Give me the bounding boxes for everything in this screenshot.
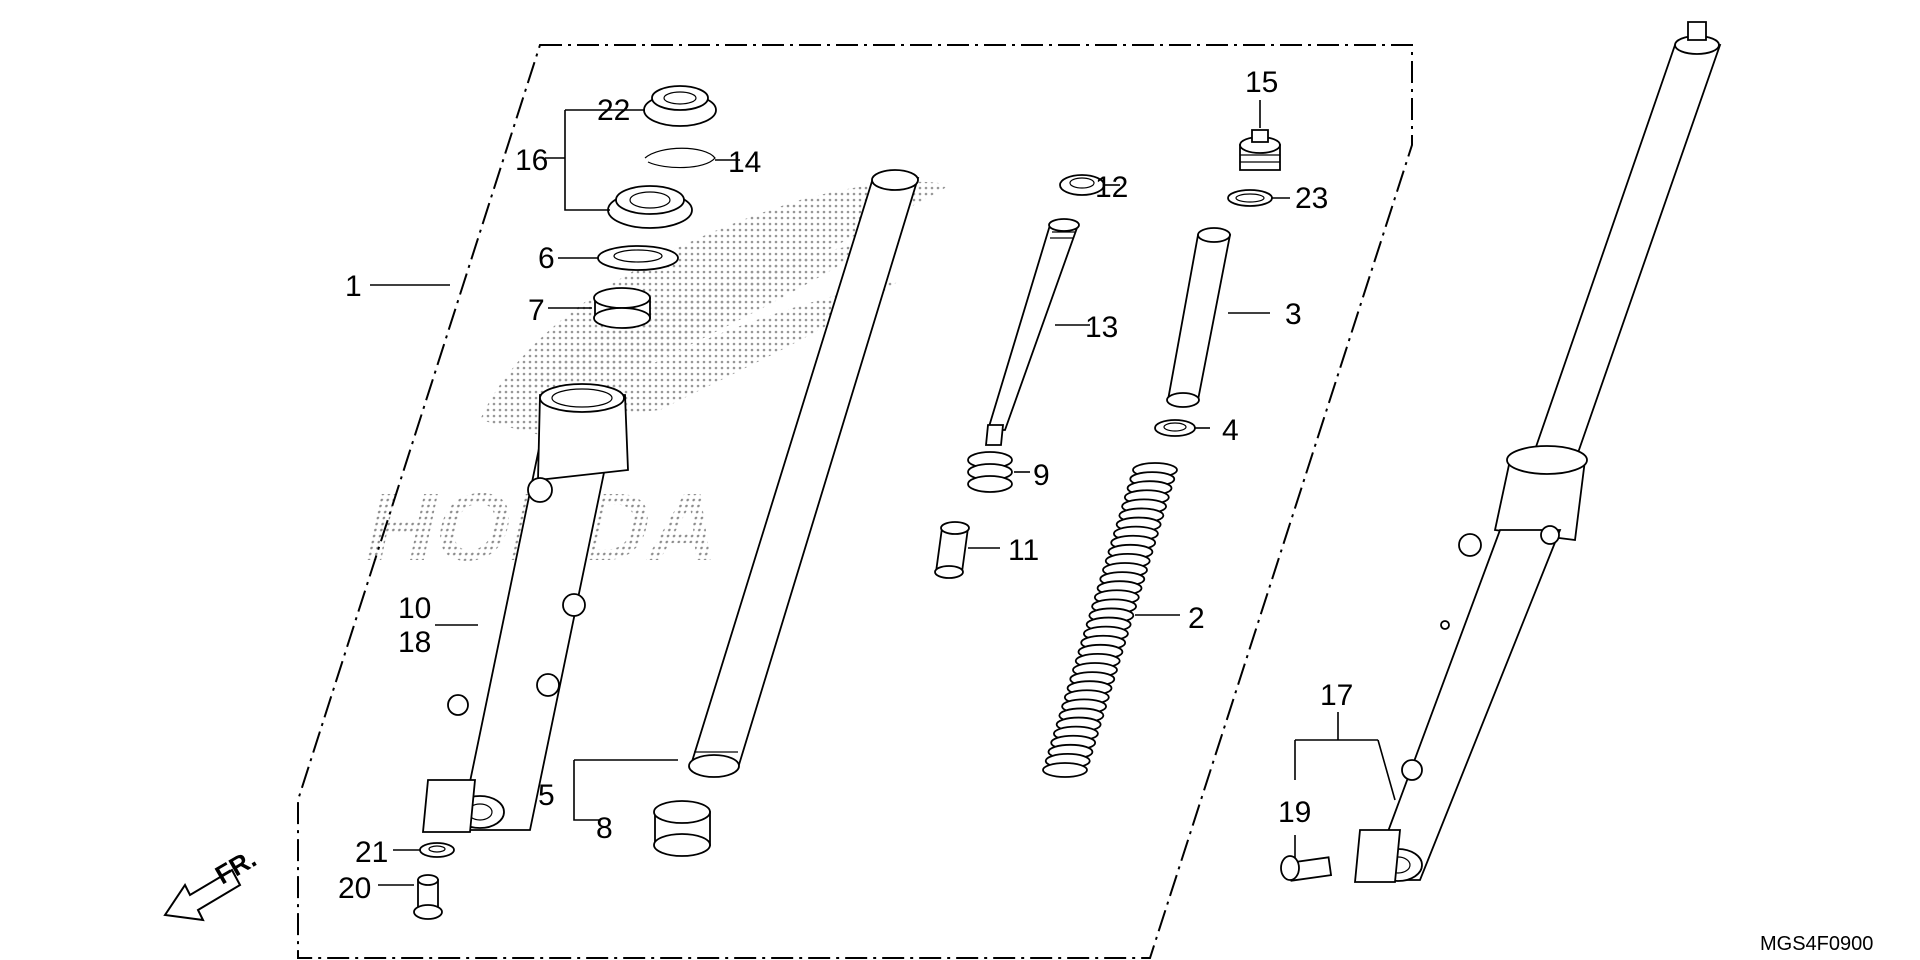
fork-slider-part [422, 383, 629, 833]
callout-23: 23 [1295, 182, 1328, 215]
spring-seat-part [1059, 174, 1105, 196]
callout-5: 5 [538, 779, 555, 812]
diagram-code: MGS4F0900 [1760, 933, 1873, 955]
callout-11: 11 [1008, 534, 1039, 567]
callout-21: 21 [355, 836, 388, 869]
fork-assembly-complete-part [1354, 21, 1722, 883]
guide-bushing-part [593, 287, 651, 329]
callout-1: 1 [345, 270, 362, 303]
slider-bushing-part [653, 800, 711, 857]
fork-spring-part [1042, 462, 1178, 778]
rebound-spring-part [967, 451, 1013, 493]
leader-lines [370, 100, 1396, 886]
wing-logo-icon [480, 181, 950, 440]
callout-2: 2 [1188, 602, 1205, 635]
callout-labels: 1 2 3 4 5 6 7 8 9 10 11 12 13 14 15 16 1… [338, 66, 1353, 905]
callout-15: 15 [1245, 66, 1278, 99]
callout-18: 18 [398, 626, 431, 659]
callout-22: 22 [597, 94, 630, 127]
sealing-washer-part [419, 842, 455, 858]
callout-20: 20 [338, 872, 371, 905]
callout-7: 7 [528, 294, 545, 327]
spring-collar-part [1166, 227, 1232, 408]
callout-10: 10 [398, 592, 431, 625]
callout-12: 12 [1095, 171, 1128, 204]
callout-8: 8 [596, 812, 613, 845]
oil-seal-part [607, 185, 693, 229]
callout-3: 3 [1285, 298, 1302, 331]
assembly-frame [297, 44, 1413, 959]
callout-17: 17 [1320, 679, 1353, 712]
o-ring-part [1227, 189, 1273, 207]
drain-bolt-part [413, 874, 443, 920]
socket-bolt-part [1280, 855, 1333, 882]
fork-bolt-part [1239, 129, 1281, 171]
callout-13: 13 [1085, 311, 1118, 344]
fork-pipe-part [688, 169, 920, 778]
oil-seal-stopper-ring-part [644, 147, 716, 169]
callout-6: 6 [538, 242, 555, 275]
oil-lock-piece-part [934, 521, 970, 579]
callout-19: 19 [1278, 796, 1311, 829]
callout-4: 4 [1222, 414, 1239, 447]
damper-rod-part [985, 218, 1080, 446]
callout-16: 16 [515, 144, 548, 177]
spring-seat-washer-part [1154, 419, 1196, 437]
back-up-ring-part [597, 245, 679, 271]
callout-9: 9 [1033, 459, 1050, 492]
spring-coil [1042, 762, 1088, 778]
callout-14: 14 [728, 146, 761, 179]
front-direction-arrow-icon: FR. [163, 843, 261, 922]
dust-seal-part [643, 85, 717, 127]
